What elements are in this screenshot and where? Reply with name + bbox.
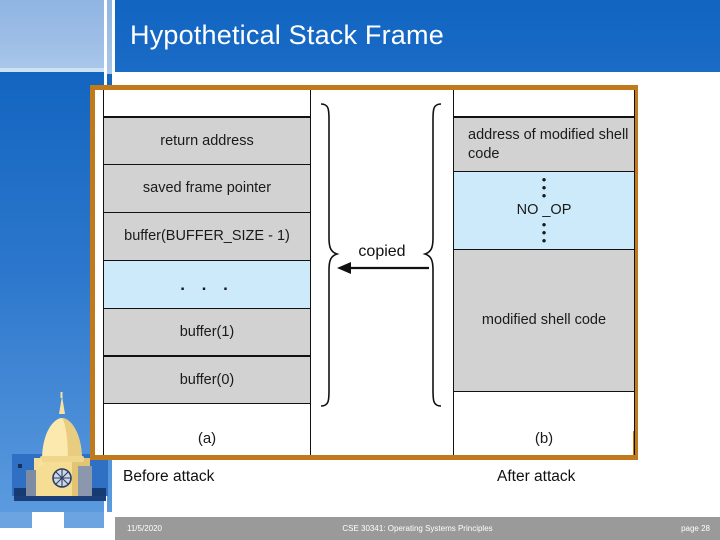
slide-footer: 11/5/2020 CSE 30341: Operating Systems P… <box>115 517 720 540</box>
vertical-dots-top-icon: ••• <box>541 172 547 204</box>
stack-cell-after-address-of-shellcode: address of modified shell code <box>454 116 634 172</box>
caption-before: (a) <box>197 430 217 447</box>
sidebar-divider-b <box>112 0 115 74</box>
sidebar-divider-a <box>104 0 107 74</box>
stack-cell-before-7 <box>104 404 310 441</box>
stack-cell-after-0 <box>454 90 634 116</box>
stack-cell-before-saved-frame-pointer: saved frame pointer <box>104 165 310 213</box>
right-curly-brace-icon <box>320 103 340 407</box>
stack-cell-label: NO _OP <box>516 202 572 219</box>
stack-column-before: return address saved frame pointer buffe… <box>103 90 311 455</box>
vertical-dots-bottom-icon: ••• <box>541 216 547 248</box>
sidebar-rule <box>0 68 104 72</box>
copied-braces-svg <box>320 103 442 407</box>
stack-cell-after-no-op: ••• NO _OP ••• <box>454 172 634 250</box>
sidebar-foot-accent-right <box>64 512 104 528</box>
notre-dame-dome-logo <box>12 392 108 514</box>
stack-cell-before-ellipsis: . . . <box>104 261 310 309</box>
label-after-attack: After attack <box>497 468 576 485</box>
sidebar-divider-fill-top <box>107 0 112 74</box>
footer-page-number: page 28 <box>681 524 710 533</box>
stack-cell-label: . . . <box>180 274 234 294</box>
sidebar-top-band <box>0 0 104 68</box>
copied-annotation-group: copied <box>311 90 453 455</box>
no-op-stack-label: ••• NO _OP ••• <box>516 172 572 248</box>
caption-after: (b) <box>534 430 554 447</box>
stack-column-after: address of modified shell code ••• NO _O… <box>453 90 635 455</box>
stack-cell-before-buffer-0: buffer(0) <box>104 357 310 404</box>
stack-cell-after-4 <box>454 392 634 431</box>
stack-cell-label: saved frame pointer <box>142 180 272 197</box>
title-bar <box>115 0 720 72</box>
stack-cell-before-buffer-1: buffer(1) <box>104 309 310 357</box>
stack-cell-before-return-address: return address <box>104 116 310 165</box>
stack-cell-label: buffer(0) <box>179 371 235 388</box>
stack-cell-label: buffer(BUFFER_SIZE - 1) <box>124 228 290 245</box>
stack-cell-label: buffer(1) <box>179 323 235 340</box>
stack-cell-before-buffer-max: buffer(BUFFER_SIZE - 1) <box>104 213 310 261</box>
footer-date: 11/5/2020 <box>127 524 162 533</box>
footer-course: CSE 30341: Operating Systems Principles <box>342 524 493 533</box>
label-before-attack: Before attack <box>123 468 215 485</box>
stack-cell-label: return address <box>160 132 254 149</box>
page-title: Hypothetical Stack Frame <box>130 20 444 50</box>
left-arrow-icon <box>337 262 429 274</box>
copied-label: copied <box>358 243 406 260</box>
left-curly-brace-icon <box>422 103 442 407</box>
stack-cell-after-modified-shell-code: modified shell code <box>454 250 634 392</box>
sidebar-foot-accent-left <box>0 512 32 528</box>
stack-cell-before-0 <box>104 90 310 116</box>
stack-cell-label: address of modified shell code <box>468 127 629 162</box>
stack-cell-label: modified shell code <box>481 312 607 329</box>
stack-frame-diagram: return address saved frame pointer buffe… <box>90 85 638 460</box>
